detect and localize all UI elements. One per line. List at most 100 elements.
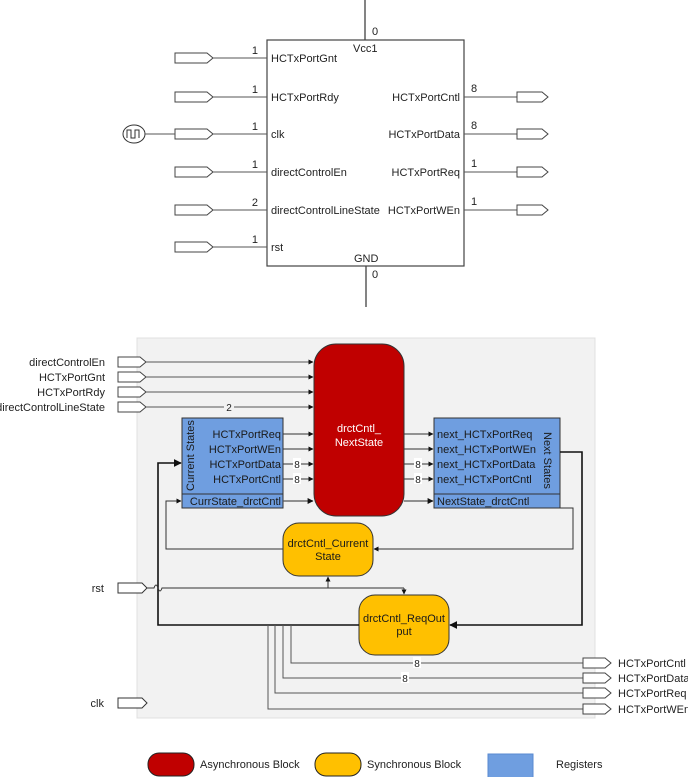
output-port-icon[interactable] xyxy=(582,672,612,684)
signal-name: HCTxPortCntl xyxy=(618,658,686,670)
bus-width: 8 xyxy=(415,475,421,486)
width-label-bg xyxy=(293,473,301,484)
entity-output-HCTxPortData: HCTxPortData 8 xyxy=(388,120,549,141)
pin-name: HCTxPortData xyxy=(388,129,460,141)
pin-name: HCTxPortCntl xyxy=(392,92,460,104)
next-states-register[interactable]: Next States NextState_drctCntl xyxy=(433,417,561,509)
rst-label: rst xyxy=(92,583,104,595)
input-port-icon[interactable] xyxy=(117,386,147,398)
arch-output-HCTxPortWEn: HCTxPortWEn xyxy=(267,625,688,716)
signal-name: HCTxPortWEn xyxy=(618,704,688,716)
field-name: next_HCTxPortData xyxy=(437,459,536,471)
pin-name: clk xyxy=(271,129,285,141)
clock-pulse-icon xyxy=(122,124,175,144)
legend-label: Asynchronous Block xyxy=(200,759,300,771)
entity-output-HCTxPortWEn: HCTxPortWEn 1 xyxy=(388,196,549,217)
output-port-icon[interactable] xyxy=(516,204,549,216)
pin-name: directControlEn xyxy=(271,167,347,179)
input-port-icon[interactable] xyxy=(174,52,214,64)
width-label-bg xyxy=(224,401,234,413)
output-port-icon[interactable] xyxy=(582,703,612,715)
input-port-icon[interactable] xyxy=(117,371,147,383)
input-port-icon[interactable] xyxy=(174,91,214,103)
input-port-icon[interactable] xyxy=(174,166,214,178)
reqoutput-block[interactable]: drctCntl_ReqOut put xyxy=(358,594,450,656)
pin-width: 1 xyxy=(471,196,477,208)
pin-name: directControlLineState xyxy=(271,205,380,217)
pin-width: 1 xyxy=(252,45,258,57)
current-state-block[interactable]: drctCntl_Current State xyxy=(282,522,374,577)
entity-input-directControlLineState: 2 directControlLineState xyxy=(174,197,380,217)
bus-width: 8 xyxy=(294,475,300,486)
field-name: HCTxPortData xyxy=(209,459,281,471)
field-name: HCTxPortCntl xyxy=(213,474,281,486)
output-port-icon[interactable] xyxy=(582,657,612,669)
field-name: HCTxPortWEn xyxy=(209,444,281,456)
pin-name: HCTxPortGnt xyxy=(271,53,337,65)
entity-output-HCTxPortReq: HCTxPortReq 1 xyxy=(392,158,549,179)
width-label-bg xyxy=(414,458,422,469)
output-port-icon[interactable] xyxy=(516,91,549,103)
legend-swatch xyxy=(147,752,195,777)
arch-input-HCTxPortRdy: HCTxPortRdy xyxy=(37,386,314,399)
signal-wire xyxy=(274,625,583,694)
rst-port[interactable]: rst xyxy=(92,576,407,595)
signal-name: HCTxPortRdy xyxy=(37,387,105,399)
legend-label: Registers xyxy=(556,759,603,771)
next-state-block[interactable]: drctCntl_ NextState xyxy=(313,343,405,517)
next-state-line1: drctCntl_ xyxy=(337,423,382,435)
arch-outputs: HCTxPortCntl8HCTxPortData8HCTxPortReqHCT… xyxy=(267,625,688,716)
reqoutput-to-currentstates-wire xyxy=(157,459,359,626)
pin-width: 2 xyxy=(252,197,258,209)
output-port-icon[interactable] xyxy=(516,128,549,140)
input-port-icon[interactable] xyxy=(174,241,214,253)
current-states-register[interactable]: Current States CurrState_drctCntl xyxy=(181,417,284,509)
current-state-line1: drctCntl_Current xyxy=(288,538,369,550)
entity-input-directControlEn: 1 directControlEn xyxy=(174,159,347,179)
output-port-icon[interactable] xyxy=(582,687,612,699)
output-port-icon[interactable] xyxy=(516,166,549,178)
field-name: HCTxPortReq xyxy=(213,429,281,441)
pin-width: 8 xyxy=(471,120,477,132)
entity-input-clk: 1 clk xyxy=(174,121,285,141)
field-name: next_HCTxPortReq xyxy=(437,429,532,441)
clk-port[interactable]: clk xyxy=(91,697,148,710)
pin-width: 1 xyxy=(252,234,258,246)
entity-box xyxy=(266,39,465,267)
input-port-icon[interactable] xyxy=(174,204,214,216)
current-state-line2: State xyxy=(315,551,341,563)
legend-item-register: Registers xyxy=(487,753,603,777)
pin-width: 1 xyxy=(252,159,258,171)
pin-name: rst xyxy=(271,242,283,254)
signal-name: directControlLineState xyxy=(0,402,105,414)
width-label-bg xyxy=(414,473,422,484)
nextstate-to-currentstate-wire xyxy=(373,507,574,552)
next-field-next_HCTxPortWEn: next_HCTxPortWEn xyxy=(404,444,536,456)
entity-symbol: 0 Vcc1 GND 0 xyxy=(266,0,465,307)
width-label-bg xyxy=(401,672,409,683)
next-state-line2: NextState xyxy=(335,437,383,449)
pin-width: 1 xyxy=(252,121,258,133)
input-port-icon[interactable] xyxy=(174,128,214,140)
bus-width: 8 xyxy=(402,674,408,685)
input-port-icon[interactable] xyxy=(117,356,147,368)
next-field-next_HCTxPortReq: next_HCTxPortReq xyxy=(404,429,532,441)
legend-swatch xyxy=(314,752,362,777)
pin-width: 1 xyxy=(471,158,477,170)
arch-input-HCTxPortGnt: HCTxPortGnt xyxy=(39,371,314,384)
pin-name: HCTxPortWEn xyxy=(388,205,460,217)
input-port-icon[interactable] xyxy=(117,401,147,413)
gnd-label: GND xyxy=(354,253,379,265)
entity-inputs: 1HCTxPortGnt1HCTxPortRdy1clk1directContr… xyxy=(174,45,380,254)
gnd-width: 0 xyxy=(372,269,378,281)
pin-name: HCTxPortReq xyxy=(392,167,460,179)
pin-name: HCTxPortRdy xyxy=(271,92,339,104)
